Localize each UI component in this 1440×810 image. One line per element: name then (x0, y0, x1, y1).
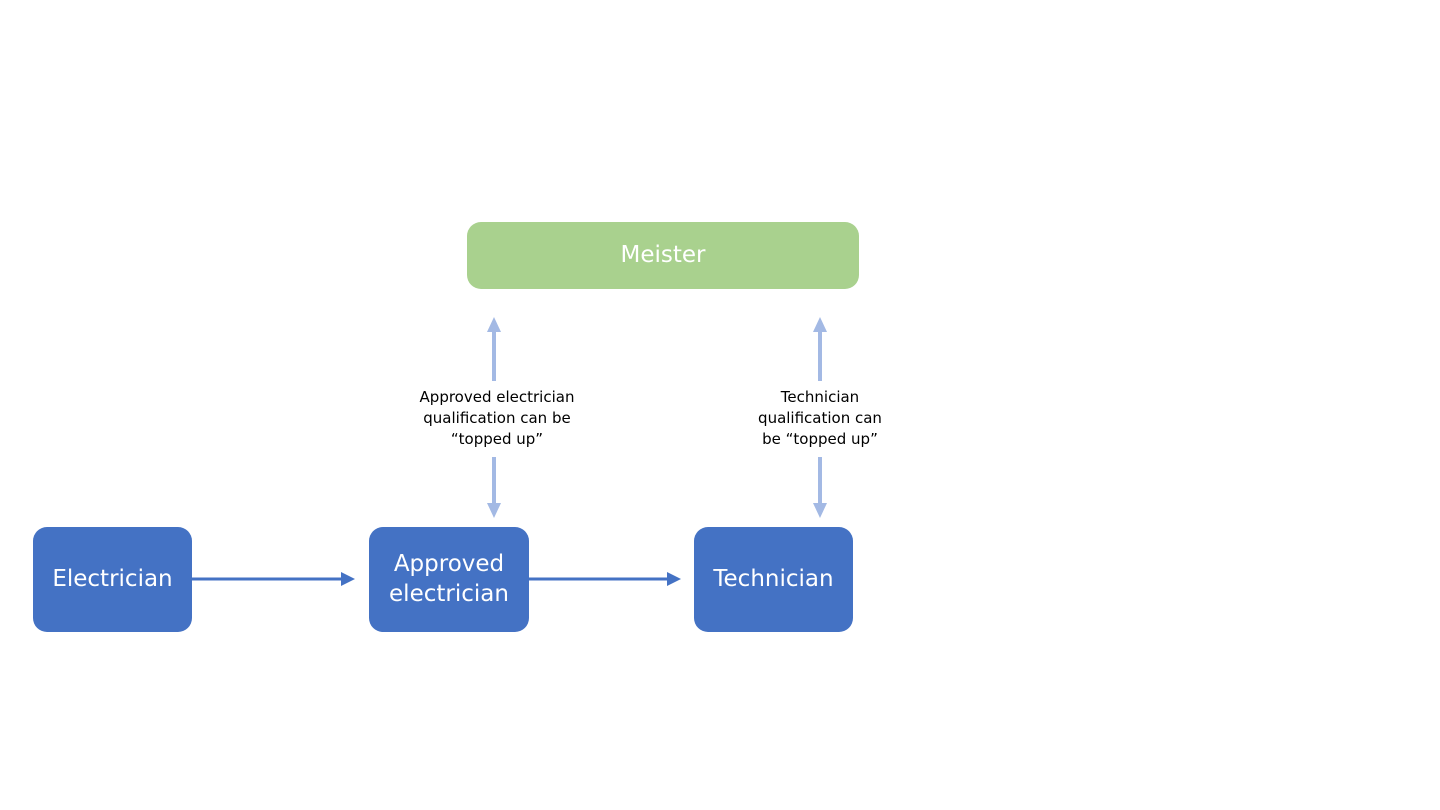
note-approved-topup: Approved electrician qualification can b… (419, 388, 575, 448)
arrowhead-approved-to-meister-up (487, 317, 501, 332)
node-approved-electrician: Approved electrician (369, 527, 529, 632)
node-electrician-label: Electrician (52, 565, 173, 592)
node-technician: Technician (694, 527, 853, 632)
note-technician-topup: Technician qualification can be “topped … (758, 388, 882, 448)
node-meister: Meister (467, 222, 859, 289)
node-meister-label: Meister (620, 241, 706, 268)
arrowhead-technician-to-meister-down (813, 503, 827, 518)
arrowhead-approved-to-meister-down (487, 503, 501, 518)
node-electrician: Electrician (33, 527, 192, 632)
node-technician-label: Technician (713, 565, 834, 592)
node-approved-electrician-label: Approved electrician (389, 550, 509, 607)
arrowhead-approved-to-technician (667, 572, 681, 586)
arrowhead-electrician-to-approved (341, 572, 355, 586)
arrowhead-technician-to-meister-up (813, 317, 827, 332)
